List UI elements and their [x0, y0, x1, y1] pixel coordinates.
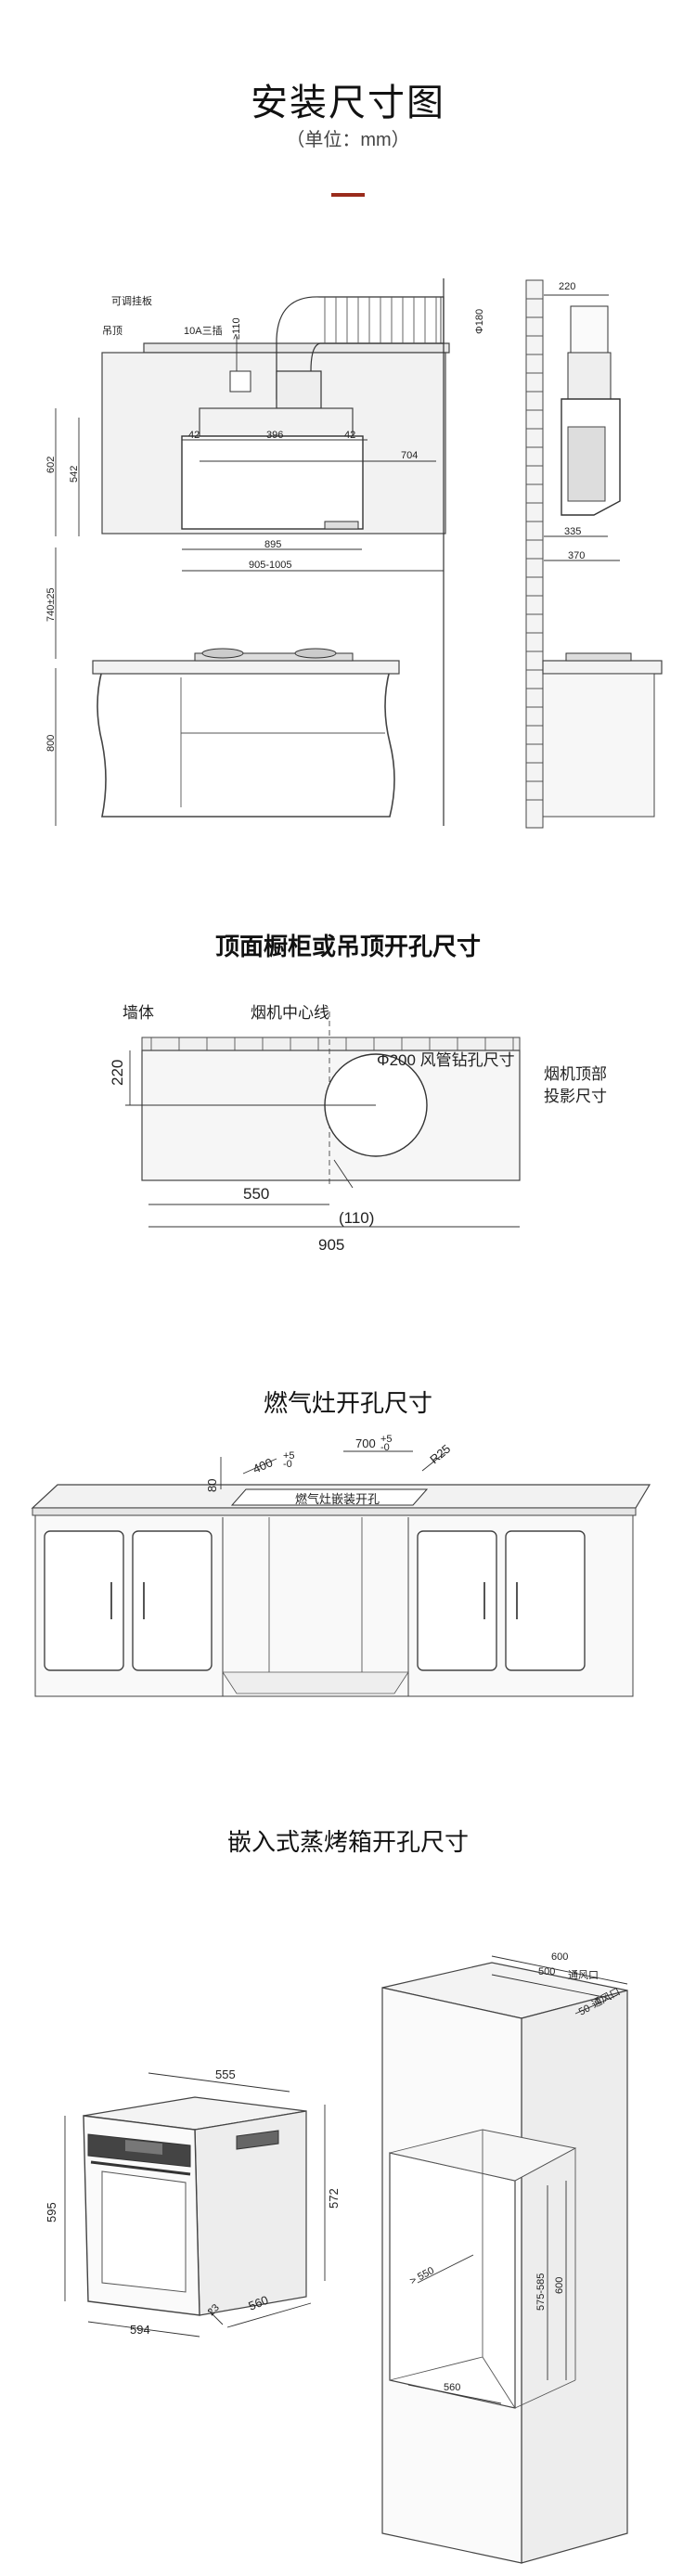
dim-hob-700-tol: +5-0 [380, 1434, 393, 1453]
dim-cab-560: 560 [444, 2382, 460, 2393]
label-duct-hole: Φ200 风管钻孔尺寸 [377, 1051, 515, 1069]
dim-cab-575-585: 575-585 [535, 2273, 547, 2311]
side-dim-220: 220 [559, 281, 575, 292]
section-ceiling-hole-title: 顶面橱柜或吊顶开孔尺寸 [214, 933, 481, 960]
dim-ceiling-110: (110) [339, 1209, 374, 1227]
side-countertop [542, 660, 663, 675]
units-subtitle: （单位：mm） [286, 130, 410, 150]
label-projection-2: 投影尺寸 [544, 1088, 607, 1105]
dim-542: 542 [69, 466, 80, 483]
hood-top-panel [199, 407, 354, 437]
oven-cutout-drawing: 555 595 572 594 23 560 600 500 通风口 50 通风… [45, 1951, 628, 2564]
dim-ceiling-550: 550 [243, 1185, 269, 1203]
dim-hob-400: 400 [251, 1455, 275, 1476]
section-oven-title: 嵌入式蒸烤箱开孔尺寸 [226, 1828, 469, 1856]
dim-396: 396 [266, 430, 283, 441]
gas-hob [194, 652, 354, 662]
gas-hob-cutout-drawing: 80 400 +5-0 700 +5-0 R25 燃气灶嵌装开孔 [31, 1434, 651, 1697]
label-curtain: 吊顶 [102, 325, 122, 337]
hood-installation-drawing: 可调挂板 吊顶 10A三插 ≥110 Φ180 42 396 42 704 60… [45, 278, 663, 829]
dim-ceiling-220: 220 [109, 1060, 126, 1086]
ceiling-hole-drawing: 墙体 烟机中心线 Φ200 风管钻孔尺寸 烟机顶部 投影尺寸 220 (110)… [109, 1004, 607, 1254]
countertop [92, 660, 400, 675]
side-duct [570, 305, 609, 354]
dim-cab-600-height: 600 [554, 2277, 565, 2294]
dim-180: Φ180 [474, 309, 485, 334]
side-dim-370: 370 [568, 550, 585, 561]
label-projection-1: 烟机顶部 [544, 1065, 607, 1083]
dim-oven-595: 595 [45, 2202, 58, 2222]
dim-800: 800 [45, 735, 57, 752]
dim-oven-555: 555 [215, 2067, 236, 2081]
dim-42-left: 42 [188, 430, 200, 441]
dim-42-right: 42 [344, 430, 355, 441]
ceiling-slab [143, 342, 450, 354]
side-motor [567, 352, 612, 400]
hood-body [181, 435, 364, 530]
dim-895: 895 [264, 539, 281, 550]
title-accent-bar [331, 193, 365, 197]
hob-cutout [230, 1488, 429, 1506]
label-wall: 墙体 [122, 1004, 154, 1022]
section-gas-hob-title: 燃气灶开孔尺寸 [263, 1389, 432, 1417]
cabinet-doors [44, 1530, 586, 1671]
dim-oven-572: 572 [327, 2188, 341, 2209]
socket-box [229, 370, 251, 393]
label-centerline: 烟机中心线 [251, 1004, 329, 1022]
side-view-brick-wall [525, 279, 544, 829]
dim-hob-700: 700 [355, 1436, 376, 1450]
dim-ceiling-905: 905 [318, 1236, 344, 1254]
wall-strip [141, 1037, 521, 1051]
dim-cab-500: 500 [538, 1966, 555, 1977]
dim-hob-80: 80 [205, 1479, 219, 1492]
duct-corrugation [324, 297, 437, 343]
label-vent-1: 通风口 [568, 1969, 599, 1981]
dim-oven-594: 594 [130, 2323, 150, 2337]
dim-hob-r25: R25 [427, 1441, 453, 1466]
counter-edge [32, 1507, 637, 1516]
page-title: 安装尺寸图 [251, 83, 445, 123]
hood-motor-housing [276, 370, 322, 409]
dim-704: 704 [401, 450, 418, 461]
side-dim-335: 335 [564, 526, 581, 537]
base-cabinet [97, 669, 395, 818]
side-base-cabinet [542, 673, 655, 818]
hood-control [324, 521, 359, 530]
label-adjustable-hanger: 可调挂板 [111, 294, 152, 307]
dim-cab-50: 50 [577, 2003, 592, 2017]
dim-602: 602 [45, 457, 57, 473]
label-hob-cutout: 燃气灶嵌装开孔 [295, 1492, 380, 1506]
dim-hob-400-tol: +5-0 [283, 1450, 295, 1470]
dim-740: 740±25 [45, 587, 57, 622]
tall-cabinet [381, 1962, 628, 2564]
dim-905-1005: 905-1005 [249, 560, 292, 571]
dim-cab-600: 600 [551, 1951, 568, 1963]
oven-appliance [83, 2096, 307, 2316]
dim-110: ≥110 [231, 317, 242, 340]
label-socket: 10A三插 [184, 324, 223, 337]
